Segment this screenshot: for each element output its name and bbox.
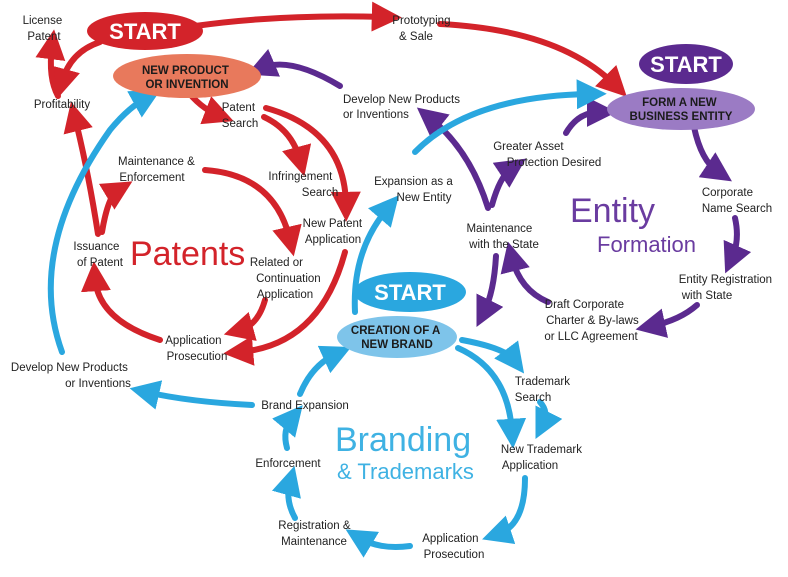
- step-license-patent: License Patent: [23, 15, 66, 43]
- step-application-prosecution-brand: Application Prosecution: [422, 533, 484, 561]
- step-profitability: Profitability: [34, 99, 90, 111]
- arrow-registration-to-charter: [635, 302, 700, 338]
- step-new-trademark-application: New Trademark Application: [501, 444, 585, 472]
- step-related-continuation: Related or Continuation Application: [250, 257, 324, 301]
- arrow-start-to-license: [50, 39, 103, 99]
- arrow-new-trademark-to-prosecution: [482, 475, 528, 545]
- step-enforcement: Enforcement: [255, 458, 321, 470]
- step-brand-expansion: Brand Expansion: [261, 400, 349, 412]
- entity-start-node: [607, 88, 755, 130]
- arrow-trademark-to-new-trademark: [535, 399, 563, 440]
- patent-arrows: [35, 1, 627, 366]
- step-issuance-of-patent: Issuance of Patent: [73, 241, 123, 269]
- arrow-brand-to-new-trademark: [455, 345, 527, 449]
- step-infringement-search: Infringement Search: [268, 171, 338, 199]
- branding-title-2: & Trademarks: [337, 459, 474, 484]
- arrow-maintenance-to-greater-asset: [489, 158, 526, 208]
- entity-start-node-text: FORM A NEW BUSINESS ENTITY: [630, 97, 733, 123]
- step-prototyping-sale: Prototyping & Sale: [392, 15, 453, 43]
- arrow-patent-search-to-infringement: [261, 114, 312, 177]
- patent-start-badge: [87, 12, 203, 50]
- arrow-prosecution-to-registration: [345, 529, 413, 558]
- entity-start-label: START: [650, 52, 722, 77]
- patent-start-node-text: NEW PRODUCT OR INVENTION: [142, 65, 232, 91]
- branding-title-1: Branding: [335, 421, 471, 459]
- arrow-related-to-prosecution: [223, 297, 268, 341]
- brand-start-badge: [354, 272, 466, 312]
- branding-arrows: [47, 79, 607, 558]
- entity-title-2: Formation: [597, 232, 696, 257]
- step-greater-asset: Greater Asset Protection Desired: [493, 141, 601, 169]
- arrow-start-to-prototyping: [192, 1, 402, 32]
- arrow-expansion-to-entity: [412, 79, 607, 155]
- step-develop-new-products-top: Develop New Products or Inventions: [343, 94, 463, 121]
- patents-title: Patents: [130, 235, 245, 273]
- arrow-prosecution-to-issuance: [80, 261, 163, 343]
- arrow-brand-to-trademark-search: [459, 337, 525, 374]
- step-patent-search: Patent Search: [222, 102, 258, 130]
- step-registration-maintenance: Registration & Maintenance: [278, 520, 353, 548]
- step-corporate-name-search: Corporate Name Search: [702, 187, 772, 215]
- step-entity-registration: Entity Registration with State: [679, 274, 776, 302]
- arrow-new-application-to-prosecution: [223, 249, 348, 366]
- arrow-brand-to-expansion: [351, 195, 399, 315]
- arrow-greater-asset-to-entity: [563, 97, 617, 136]
- arrow-maintenance-to-application: [202, 167, 302, 257]
- arrow-brand-expansion-to-develop: [129, 380, 255, 410]
- arrow-maintenance-to-brand: [476, 253, 504, 328]
- brand-start-label: START: [374, 280, 446, 305]
- arrow-charter-to-maintenance: [500, 241, 551, 305]
- arrow-maintenance-to-develop: [416, 107, 491, 211]
- step-new-patent-application: New Patent Application: [303, 218, 366, 246]
- step-expansion-new-entity: Expansion as a New Entity: [374, 176, 456, 204]
- arrow-brand-expansion-to-brand: [297, 345, 352, 397]
- step-develop-new-products-bottom: Develop New Products or Inventions: [11, 362, 131, 390]
- arrow-patent-search-to-new-application: [263, 105, 361, 222]
- entity-title-1: Entity: [570, 192, 655, 230]
- step-trademark-search: Trademark Search: [515, 376, 573, 404]
- arrow-develop-to-new-product-big: [47, 89, 161, 355]
- arrow-issuance-to-profitability: [63, 101, 101, 237]
- step-draft-charter: Draft Corporate Charter & By-laws or LLC…: [544, 299, 642, 343]
- brand-start-node-text: CREATION OF A NEW BRAND: [351, 325, 443, 351]
- step-maintenance-enforcement: Maintenance & Enforcement: [118, 156, 198, 184]
- step-maintenance-state: Maintenance with the State: [466, 223, 538, 251]
- patent-start-label: START: [109, 19, 181, 44]
- entity-start-badge: [639, 44, 733, 84]
- arrow-develop-to-new-product: [246, 49, 343, 89]
- arrow-prototyping-to-entity: [437, 21, 627, 97]
- brand-start-node: [337, 316, 457, 358]
- patent-start-node: [113, 54, 261, 98]
- arrow-enforcement-to-brand-expansion: [272, 405, 303, 451]
- arrow-corporate-to-registration: [723, 215, 752, 274]
- step-application-prosecution-patent: Application Prosecution: [165, 335, 227, 363]
- arrow-issuance-to-maintenance: [98, 181, 133, 235]
- arrow-registration-to-enforcement: [272, 465, 301, 521]
- arrow-profitability-to-license: [35, 29, 66, 99]
- entity-arrows: [246, 49, 752, 338]
